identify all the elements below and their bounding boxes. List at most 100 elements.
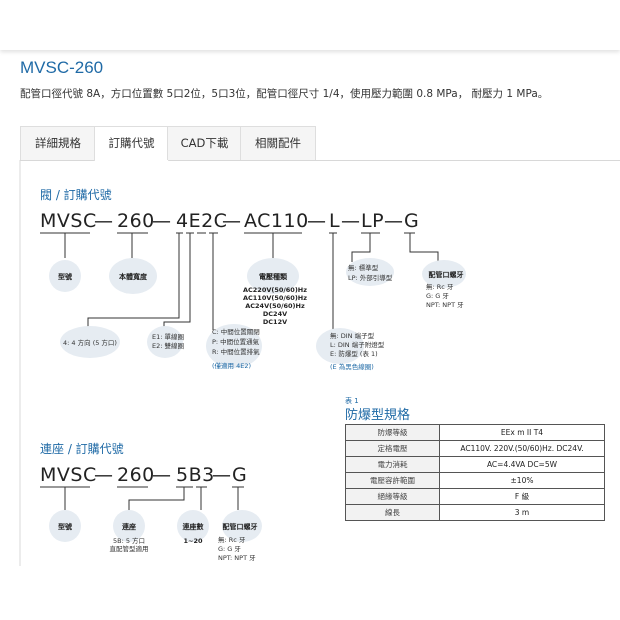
code-dash: — (94, 210, 114, 232)
explosion-proof-specs-table: 防爆等級 EEx m II T4 定格電壓 AC110V. 220V.(50/6… (345, 424, 605, 521)
code-dash: — (307, 210, 327, 232)
position-option-r: R: 中間位置排氣 (212, 347, 260, 356)
thread-option-g: G: G 牙 (426, 292, 449, 300)
code-l: L (329, 210, 340, 232)
spec-key: 電力消耗 (345, 456, 440, 473)
mthread-option-npt: NPT: NPT 牙 (218, 554, 256, 562)
specs-subtitle: 表 1 (345, 397, 359, 405)
tab-accessories[interactable]: 相關配件 (240, 126, 316, 160)
table-row: 絕緣等級 F 級 (345, 488, 605, 505)
table-row: 電力消耗 AC=4.4VA DC=5W (345, 456, 605, 473)
bubble-voltage (247, 258, 299, 294)
mbubble-model-label: 型號 (58, 522, 72, 531)
mbubble-count (177, 510, 209, 542)
mbubble-thread-label: 配管口螺牙 (223, 522, 258, 531)
spec-value: EEx m II T4 (439, 424, 605, 441)
spec-key: 線長 (345, 504, 440, 521)
mbubble-thread (222, 510, 262, 542)
terminal-option-none: 無: DIN 端子型 (330, 331, 375, 340)
bubble-thread-label: 配管口螺牙 (429, 270, 464, 279)
product-title: MVSC-260 (20, 58, 104, 77)
mbubble-model (49, 510, 81, 542)
spec-value: AC=4.4VA DC=5W (439, 456, 605, 473)
code-mvsc: MVSC (40, 210, 97, 232)
count-range: 1~20 (183, 537, 202, 545)
terminal-note: (E 為黑色線圈) (330, 362, 374, 371)
code-ac110: AC110 (244, 210, 309, 232)
bubble-direction-label: 4: 4 方向 (5 方口) (63, 338, 117, 347)
mcode-5b3: 5B3 (176, 464, 215, 486)
specs-title: 防爆型規格 (345, 408, 411, 423)
mthread-option-g: G: G 牙 (218, 545, 241, 553)
mbubble-count-label: 連座數 (183, 522, 204, 531)
bubble-width-label: 本體寬度 (118, 272, 148, 281)
base-option-5b: 5B: 5 方口 (113, 536, 145, 545)
bubble-terminal (316, 328, 364, 364)
position-option-c: C: 中間位置關閉 (212, 327, 260, 336)
manifold-order-code: MVSC — 260 — 5B3 — G (40, 464, 247, 486)
mcode-260: 260 (117, 464, 155, 486)
code-dash: — (341, 210, 361, 232)
mbubble-base (113, 510, 145, 542)
bubble-model-label: 型號 (58, 272, 72, 281)
bubble-width (109, 258, 157, 294)
spec-key: 防爆等級 (345, 424, 440, 441)
code-dash: — (152, 210, 172, 232)
spec-key: 絕緣等級 (345, 488, 440, 505)
bubble-voltage-label: 電壓種類 (259, 272, 288, 281)
spec-value: F 級 (439, 488, 605, 505)
mcode-g: G (232, 464, 247, 486)
code-lp: LP (361, 210, 384, 232)
mcode-dash: — (152, 464, 172, 486)
position-note: (僅適用 4E2) (212, 361, 251, 370)
pilot-option-standard: 無: 標準型 (348, 263, 379, 272)
tab-bar: 詳細規格 訂購代號 CAD下載 相關配件 (20, 126, 620, 161)
code-dash: — (222, 210, 242, 232)
bubble-model (49, 260, 81, 292)
bubble-position (206, 324, 262, 368)
mbubble-base-label: 連座 (122, 522, 136, 531)
valve-order-code: MVSC — 260 — 4E2C — AC110 — L — LP — G (40, 210, 419, 232)
manifold-connectors (64, 487, 239, 510)
tab-cad-download[interactable]: CAD下載 (167, 126, 242, 160)
voltage-option-1: AC110V(50/60)Hz (243, 294, 307, 302)
tab-order-code[interactable]: 訂購代號 (94, 126, 169, 161)
valve-section-title: 閥 / 訂購代號 (40, 187, 112, 202)
voltage-option-0: AC220V(50/60)Hz (243, 286, 307, 294)
valve-connectors (64, 233, 439, 330)
table-row: 線長 3 m (345, 504, 605, 521)
spec-key: 定格電壓 (345, 440, 440, 457)
table-row: 電壓容許範圍 ±10% (345, 472, 605, 489)
bubble-thread (422, 260, 466, 288)
voltage-option-4: DC12V (263, 318, 287, 326)
code-260: 260 (117, 210, 155, 232)
code-g: G (404, 210, 419, 232)
mcode-dash: — (94, 464, 114, 486)
mcode-mvsc: MVSC (40, 464, 97, 486)
thread-option-rc: 無: Rc 牙 (426, 282, 454, 291)
terminal-option-e: E: 防爆型 (表 1) (330, 349, 378, 358)
spec-value: 3 m (439, 504, 605, 521)
spec-value: ±10% (439, 472, 605, 489)
bubble-coil (147, 326, 183, 358)
bubble-direction (60, 326, 120, 358)
spec-key: 電壓容許範圍 (345, 472, 440, 489)
thread-option-npt: NPT: NPT 牙 (426, 301, 464, 309)
pilot-option-lp: LP: 外部引導型 (348, 273, 393, 282)
bubble-pilot (346, 258, 394, 286)
voltage-option-3: DC24V (263, 310, 287, 318)
coil-option-e2: E2: 雙線圈 (152, 341, 184, 350)
product-description: 配管口徑代號 8A，方口位置數 5口2位，5口3位，配管口徑尺寸 1/4，使用壓… (20, 88, 549, 100)
base-option-direct: 直配管型適用 (110, 544, 149, 553)
code-4e2c: 4E2C (176, 210, 227, 232)
position-option-p: P: 中間位置通氣 (212, 337, 260, 346)
mcode-dash: — (212, 464, 232, 486)
top-bar (0, 0, 620, 50)
table-row: 定格電壓 AC110V. 220V.(50/60)Hz. DC24V. (345, 440, 605, 457)
terminal-option-l: L: DIN 端子附燈型 (330, 340, 385, 349)
voltage-option-2: AC24V(50/60)Hz (245, 302, 305, 310)
table-row: 防爆等級 EEx m II T4 (345, 424, 605, 441)
mthread-option-rc: 無: Rc 牙 (218, 535, 246, 544)
manifold-section-title: 連座 / 訂購代號 (40, 441, 124, 456)
